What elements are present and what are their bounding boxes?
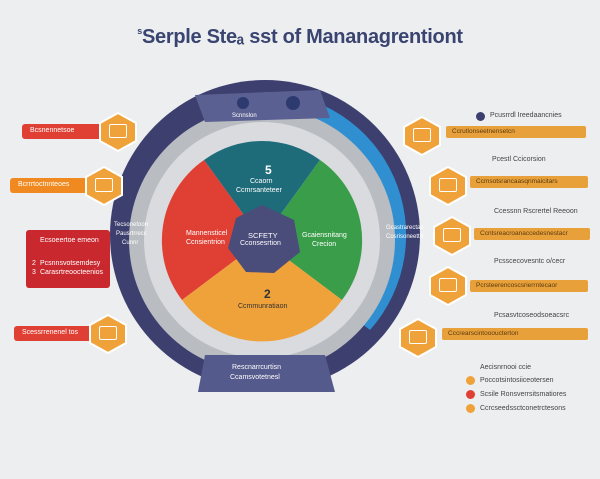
- segment-right-line1: Gcaiensnitang: [302, 232, 347, 239]
- left-box-marker1: 2: [32, 260, 36, 267]
- right-heading-5: Pcsasvtcoseodsoeacsrc: [494, 312, 570, 319]
- legend-item-3: Ccrcseedssctconetrctesons: [480, 405, 566, 412]
- right-bar-2: Ccmsotsrancaasqnmaicitars: [470, 176, 588, 188]
- right-bar-2-label: Ccmsotsrancaasqnmaicitars: [476, 178, 558, 185]
- right-bar-4: Pcrsteerencoscsrierrntecaor: [470, 280, 588, 292]
- segment-left-line2: Ccnsientrion: [186, 239, 225, 246]
- segment-bottom-line1: Ccmmunratiaon: [238, 303, 288, 310]
- document-icon: [95, 178, 113, 192]
- box-icon: [409, 330, 427, 344]
- right-bar-3-label: Ccntsreacroanaccedesnestacr: [480, 230, 568, 237]
- left-hex-3: [88, 314, 128, 354]
- left-hex-2: [84, 166, 124, 206]
- folder-icon: [439, 278, 457, 292]
- chart-icon: [109, 124, 127, 138]
- legend-dot-3: [466, 404, 475, 413]
- segment-top-line1: Ccaorn: [250, 178, 273, 185]
- left-box-marker2: 3: [32, 269, 36, 276]
- right-bar-4-label: Pcrsteerencoscsrierrntecaor: [476, 282, 558, 289]
- right-hex-4: [428, 266, 468, 306]
- segment-right: [262, 160, 363, 300]
- left-inner-line3: Cunnr: [122, 240, 139, 246]
- grid-icon: [99, 326, 117, 340]
- top-tab-badge: [286, 96, 300, 110]
- segment-left: [161, 160, 262, 300]
- right-heading-1-dot: [476, 112, 485, 121]
- bottom-tab: [198, 355, 335, 392]
- right-hex-3: [432, 216, 472, 256]
- segment-bottom-number: 2: [264, 287, 271, 301]
- left-box-line1: Ecsoeertoe emeon: [40, 237, 99, 244]
- top-tab: [195, 90, 330, 122]
- right-heading-3: Ccessnn Rscrertel Reeoon: [494, 208, 578, 215]
- left-bar-1: Bcsnennetsoe: [22, 124, 112, 139]
- monitor-icon: [443, 228, 461, 242]
- right-bar-1-label: Ccrutlonseetnensetcn: [452, 128, 515, 135]
- segment-top-line2: Ccmrsanteteer: [236, 187, 282, 194]
- legend-heading: Aecisnrnooi ccie: [480, 364, 531, 371]
- segment-bottom: [182, 240, 342, 342]
- left-bar-2: Bcrrrtoctnnteoes: [10, 178, 100, 193]
- top-tab-badge-left: [237, 97, 249, 109]
- left-hex-1: [98, 112, 138, 152]
- right-hex-2: [428, 166, 468, 206]
- top-tab-label: Scnnslon: [232, 113, 257, 119]
- right-bar-3: Ccntsreacroanaccedesnestacr: [474, 228, 590, 240]
- left-inner-line2: Pausrtrrecc: [116, 231, 147, 237]
- legend-dot-1: [466, 376, 475, 385]
- right-arc-line1: Gcastrarectas: [386, 225, 424, 231]
- right-heading-4: Pcsscecovesntc o/cecr: [494, 258, 566, 265]
- right-bar-5-label: Cccrearscintoooucterton: [448, 330, 519, 337]
- right-bar-1: Ccrutlonseetnensetcn: [446, 126, 586, 138]
- title-text: Serple Steₐ sst of Mananagrentiont: [141, 26, 463, 48]
- center-line1: SCFETY: [248, 231, 278, 240]
- right-heading-2: Pcestl Ccicorsion: [492, 156, 546, 163]
- bottom-tab-line2: Ccamsvotetnesl: [230, 374, 280, 381]
- left-box-line2: Pcsnnsvotsemdesy: [40, 260, 101, 267]
- left-bar-3: Scessrrenenel tos: [14, 326, 102, 341]
- segment-right-line2: Crecion: [312, 241, 337, 248]
- left-red-box: Ecsoeertoe emeon 2 Pcsnnsvotsemdesy 3 Ca…: [26, 230, 110, 288]
- outer-bottom-label: RrS Precrestton icccrescitonrs Cceararti…: [238, 400, 352, 406]
- truck-icon: [439, 178, 457, 192]
- right-hex-5: [398, 318, 438, 358]
- left-inner-line1: Tecsonetoon: [114, 222, 149, 228]
- center-hexagon: [228, 205, 300, 273]
- segment-top-number: 5: [265, 163, 272, 177]
- legend-dot-2: [466, 390, 475, 399]
- right-hex-1: [402, 116, 442, 156]
- left-bar-2-label: Bcrrrtoctnnteoes: [18, 181, 70, 188]
- right-arc-line2: Cosrisoneettd: [386, 234, 424, 240]
- blue-arc: [265, 92, 407, 330]
- segment-left-line1: Mannensticel: [186, 230, 228, 237]
- page-title: sSerple Steₐ sst of Mananagrentiont: [0, 26, 600, 49]
- segment-top: [204, 140, 320, 240]
- legend: Aecisnrnooi ccie Poccotsintosiiceotersen…: [462, 364, 592, 424]
- center-line2: Cconsesrtion: [240, 240, 281, 247]
- right-bar-5: Cccrearscintoooucterton: [442, 328, 588, 340]
- legend-item-2: Scsile Ronsverrsitsmatiores: [480, 391, 567, 398]
- legend-item-1: Poccotsintosiiceotersen: [480, 377, 554, 384]
- title-prefix: s: [137, 26, 142, 36]
- left-bar-1-label: Bcsnennetsoe: [30, 127, 75, 134]
- bottom-tab-line1: Rescnarrcurtisn: [232, 364, 282, 371]
- left-bar-3-label: Scessrrenenel tos: [22, 329, 79, 336]
- left-box-line3: Carasrtreoocteenios: [40, 269, 104, 276]
- laptop-icon: [413, 128, 431, 142]
- right-heading-1: Pcusrrdl Ireedaancnies: [490, 112, 562, 119]
